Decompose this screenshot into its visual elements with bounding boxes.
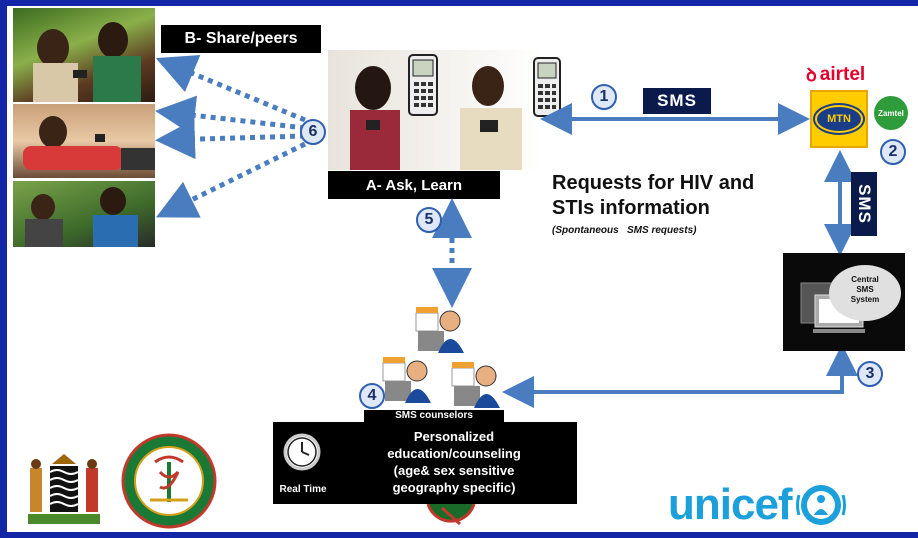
zamtel-name: Zamtel (878, 108, 904, 118)
counseling-line: education/counseling (387, 446, 521, 461)
people-illustration (25, 187, 138, 247)
share-arrow-3 (155, 119, 306, 160)
requests-title-line2: STIs information (552, 197, 710, 219)
counseling-box: Real Time Personalized education/counsel… (273, 422, 577, 504)
people-illustration (350, 66, 522, 170)
sms-counselors-label: SMS counselors (364, 410, 504, 422)
share-peers-label: B- Share/peers (161, 25, 321, 53)
airtel-name: airtel (819, 64, 866, 85)
peer-photo-3 (13, 181, 155, 247)
counselor-icon (415, 307, 464, 353)
step-4-marker: 4 (359, 383, 385, 409)
people-illustration (23, 116, 155, 170)
peer-photo-2 (13, 104, 155, 178)
requests-title-line1: Requests for HIV and (552, 172, 755, 194)
share-arrow-2 (155, 95, 306, 136)
counselor-icon (382, 357, 431, 403)
step-6-marker: 6 (300, 119, 326, 145)
mtn-logo: MTN (810, 90, 868, 148)
ask-learn-label: A- Ask, Learn (328, 171, 500, 199)
requests-subtitle: (Spontaneous SMS requests) (552, 225, 697, 236)
sms-tag-horizontal: SMS (643, 88, 711, 114)
zamtel-logo: Zamtel (874, 96, 908, 130)
mtn-name: MTN (827, 113, 851, 125)
central-label-line: Central (851, 275, 879, 284)
mobile-phone-icon (408, 54, 438, 116)
sms-tag-vertical-text: SMS (855, 184, 874, 224)
real-time-label: Real Time (279, 484, 327, 495)
counseling-line: geography specific) (392, 480, 516, 495)
counseling-text: Personalized education/counseling (age& … (335, 428, 573, 496)
computer-icon (800, 265, 901, 333)
zambia-coat-of-arms-icon (28, 454, 100, 524)
step-1-marker: 1 (591, 84, 617, 110)
central-sms-system: Central SMS System (783, 253, 905, 351)
frame-border-left (0, 0, 7, 538)
airtel-swirl-icon: ꝺ (806, 65, 817, 85)
peer-photo-1 (13, 8, 155, 102)
share-arrow-4 (156, 141, 307, 218)
clock-icon (283, 433, 321, 471)
emblem-partial (426, 504, 476, 526)
unicef-logo: unicef (668, 478, 892, 532)
step-2-marker: 2 (880, 139, 906, 165)
people-illustration (33, 22, 141, 102)
central-label-line: System (850, 295, 880, 304)
central-counselors-arrow (502, 344, 858, 408)
unicef-emblem-icon (795, 485, 846, 525)
sms-tag-vertical: SMS (851, 172, 877, 236)
counseling-line: (age& sex sensitive (393, 463, 515, 478)
frame-border-bottom (0, 532, 918, 538)
ministry-seal-icon (121, 433, 217, 529)
counseling-line: Personalized (413, 429, 495, 444)
frame-border-top (0, 0, 918, 6)
central-label-line: SMS (856, 285, 874, 294)
share-arrow-1 (155, 55, 306, 123)
airtel-logo: ꝺ airtel (806, 64, 882, 86)
step-5-marker: 5 (416, 207, 442, 233)
counselor-icon (451, 362, 500, 408)
step-3-marker: 3 (857, 361, 883, 387)
mtn-oval: MTN (813, 103, 865, 135)
central-system-label: Central SMS System (843, 275, 887, 305)
unicef-wordmark: unicef (668, 480, 793, 529)
